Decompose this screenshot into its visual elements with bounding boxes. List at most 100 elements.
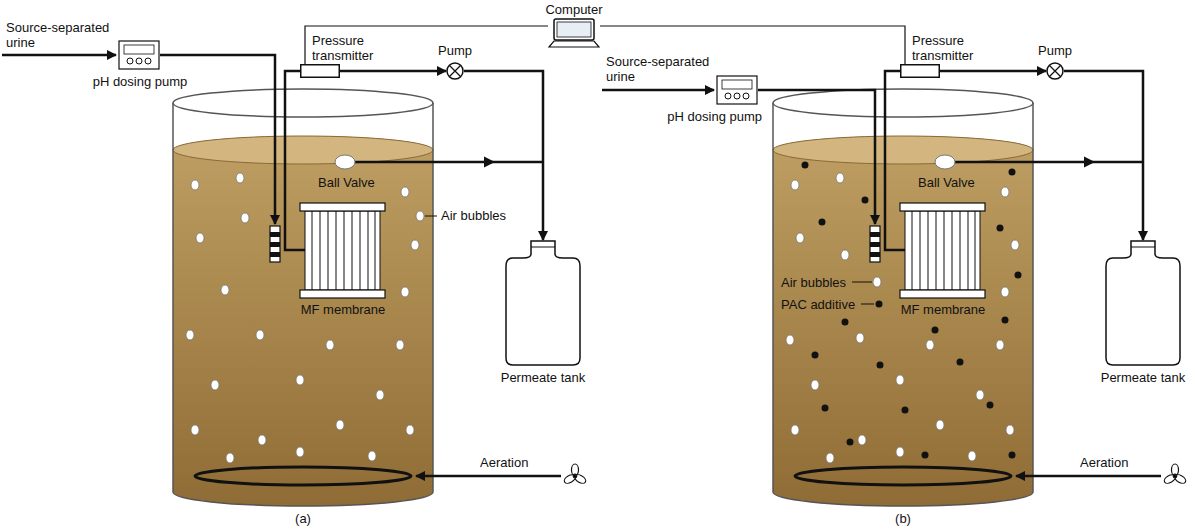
air-bubble bbox=[256, 330, 264, 340]
transmitter-body bbox=[901, 65, 940, 78]
panel-label: (a) bbox=[286, 511, 320, 526]
pac-particle bbox=[876, 301, 883, 308]
fibre bbox=[344, 211, 345, 290]
dosing-line bbox=[758, 90, 875, 224]
air-bubble bbox=[411, 240, 419, 250]
laptop-base bbox=[549, 41, 599, 47]
aeration-ring bbox=[195, 467, 411, 485]
air-bubble bbox=[836, 173, 844, 183]
permeate-tank: Permeate tank bbox=[1105, 240, 1181, 366]
pac-particle bbox=[812, 352, 819, 359]
node-label: Computer bbox=[539, 2, 609, 17]
ball-valve bbox=[335, 155, 355, 169]
part-label: Aeration bbox=[1080, 455, 1150, 470]
bottle-shape bbox=[1105, 240, 1181, 366]
pac-particle bbox=[847, 439, 854, 446]
fibre bbox=[352, 211, 353, 290]
dosing-pump: pH dosing pump bbox=[118, 40, 160, 70]
pac-particle bbox=[877, 362, 884, 369]
node-label: Pressure transmitter bbox=[912, 33, 998, 63]
pump-button bbox=[127, 58, 133, 64]
air-bubble bbox=[296, 447, 304, 457]
air-bubble bbox=[416, 211, 424, 221]
air-bubble bbox=[258, 435, 266, 445]
bottle-body bbox=[1106, 241, 1180, 365]
node-label: pH dosing pump bbox=[92, 74, 188, 89]
fan-blade bbox=[563, 473, 577, 485]
air-line bbox=[416, 475, 561, 478]
pac-particle bbox=[1002, 317, 1009, 324]
pump-button bbox=[734, 93, 740, 99]
air-bubble bbox=[196, 233, 204, 243]
pressure-transmitter: Pressure transmitter bbox=[900, 64, 940, 78]
node-label: Permeate tank bbox=[1093, 370, 1193, 385]
pac-particle bbox=[1015, 272, 1022, 279]
air-bubble bbox=[226, 453, 234, 463]
air-bubble bbox=[856, 333, 864, 343]
pump-button bbox=[145, 58, 151, 64]
pump-cross bbox=[450, 66, 461, 77]
part-label: PAC additive bbox=[781, 297, 861, 312]
pump-shape bbox=[1046, 62, 1064, 80]
membrane-fibres bbox=[305, 211, 380, 290]
air-bubble bbox=[1001, 187, 1009, 197]
pump-button bbox=[743, 93, 749, 99]
suction-pipe bbox=[285, 71, 305, 250]
pac-particle bbox=[922, 452, 929, 459]
pump-display bbox=[722, 80, 752, 89]
air-bubble bbox=[336, 420, 344, 430]
air-bubble bbox=[896, 375, 904, 385]
air-bubble bbox=[896, 447, 904, 457]
pt-shape bbox=[300, 64, 340, 78]
suction-pump: Pump bbox=[446, 62, 464, 80]
inlet-line bbox=[602, 89, 714, 92]
node-label: Permeate tank bbox=[493, 370, 593, 385]
reactor-b bbox=[773, 71, 1187, 506]
air-bubble bbox=[976, 390, 984, 400]
pac-particle bbox=[822, 405, 829, 412]
part-label: Aeration bbox=[480, 455, 550, 470]
pump-casing bbox=[447, 63, 463, 79]
air-bubble bbox=[236, 173, 244, 183]
air-bubble bbox=[968, 451, 976, 461]
part-label: MF membrane bbox=[295, 302, 391, 317]
air-bubble bbox=[796, 233, 804, 243]
pac-particle bbox=[957, 359, 964, 366]
probe-band bbox=[270, 232, 280, 237]
pac-particle bbox=[997, 225, 1004, 232]
pressure-transmitter: Pressure transmitter bbox=[300, 64, 340, 78]
air-bubble bbox=[406, 425, 414, 435]
air-bubble bbox=[326, 340, 334, 350]
membrane-header bbox=[300, 290, 385, 298]
air-bubble bbox=[841, 250, 849, 260]
fibre bbox=[368, 211, 369, 290]
leader-line bbox=[852, 282, 872, 283]
ph-shape bbox=[118, 40, 160, 70]
air-bubble bbox=[791, 425, 799, 435]
reactor-a bbox=[173, 71, 587, 506]
laptop-screen bbox=[557, 22, 591, 37]
inlet-line bbox=[2, 54, 116, 57]
membrane-fibre-lines bbox=[312, 211, 375, 290]
part-label: Air bubbles bbox=[441, 208, 521, 223]
suction-pump: Pump bbox=[1046, 62, 1064, 80]
pac-particle bbox=[987, 402, 994, 409]
fibre bbox=[328, 211, 329, 290]
bottle-shape bbox=[505, 240, 581, 366]
probe-band bbox=[270, 242, 280, 247]
laptop-shape bbox=[548, 18, 600, 48]
bottle-cap-line bbox=[531, 247, 555, 248]
computer-icon: Computer bbox=[548, 18, 600, 48]
inlet-label: Source-separated urine bbox=[606, 54, 718, 84]
connector-line bbox=[1064, 71, 1143, 240]
pac-particle bbox=[842, 319, 849, 326]
fibre bbox=[312, 211, 313, 290]
pump-button bbox=[136, 58, 142, 64]
pac-particle bbox=[802, 162, 809, 169]
air-bubble bbox=[936, 420, 944, 430]
connector-line bbox=[940, 70, 1046, 73]
permeate-tank: Permeate tank bbox=[505, 240, 581, 366]
air-bubble bbox=[368, 451, 376, 461]
inlet-label: Source-separated urine bbox=[6, 20, 118, 50]
